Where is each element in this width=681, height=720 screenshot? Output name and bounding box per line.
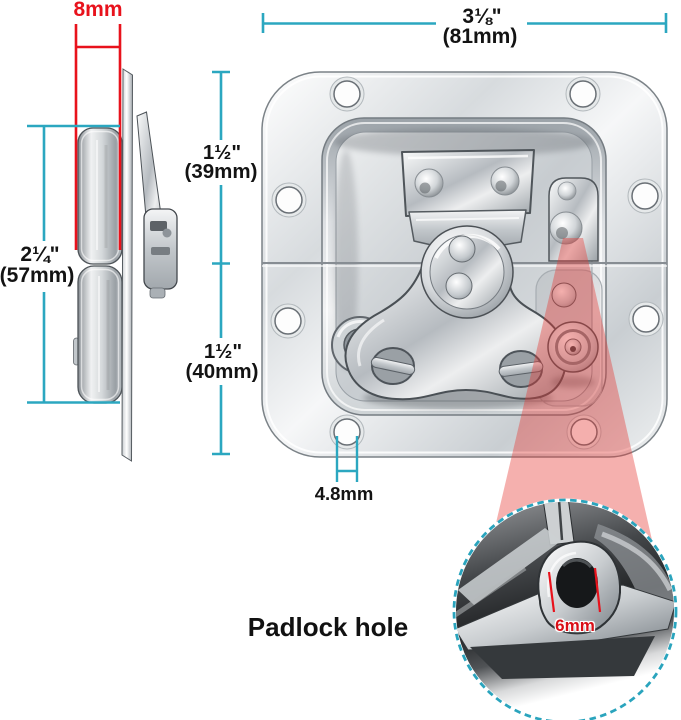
inset-dashed-border — [452, 498, 678, 720]
disc-knob-lower — [445, 272, 473, 300]
hole-diameter-dimension-line — [547, 567, 602, 613]
latch-front-view — [261, 71, 668, 458]
mounting-holes — [270, 76, 664, 450]
padlock-loop-hole — [556, 558, 598, 608]
padlock-hole-inset — [452, 498, 678, 720]
width-dimension-metric: (81mm) — [442, 25, 518, 48]
width-dimension-inches: 3⅛" — [462, 5, 502, 28]
depth-dimension-label: 8mm — [73, 0, 123, 21]
latch-side-view — [73, 68, 178, 462]
side-cup-upper — [77, 127, 123, 265]
upper-height-inches: 1½" — [202, 141, 242, 164]
padlock-post — [547, 282, 599, 388]
mounting-hole — [329, 76, 365, 112]
mounting-hole — [329, 414, 365, 450]
lower-height-metric: (40mm) — [185, 360, 259, 383]
strike-bracket — [548, 177, 599, 262]
inset-macro-photo — [456, 502, 674, 720]
mounting-hole — [271, 182, 307, 218]
screw-slot-left — [370, 356, 416, 376]
mounting-hole — [565, 76, 601, 112]
magnifier-beam — [492, 238, 652, 540]
total-height-dimension-line — [27, 124, 120, 404]
upper-height-metric: (39mm) — [184, 160, 258, 183]
mounting-hole — [628, 301, 664, 337]
lower-height-dimension-line — [212, 264, 230, 456]
mount-hole-diameter-label: 4.8mm — [314, 483, 374, 504]
side-mounting-flange — [121, 68, 134, 462]
center-disc — [420, 225, 514, 319]
post-ball — [551, 282, 577, 308]
mounting-hole — [627, 178, 663, 214]
mounting-hole — [270, 303, 306, 339]
padlock-hole-diameter-label: 6mm — [555, 616, 595, 635]
depth-dimension-line — [74, 24, 122, 250]
mounting-hole — [566, 414, 602, 450]
disc-knob-upper — [448, 235, 476, 263]
lower-height-inches: 1½" — [203, 340, 243, 363]
padlock-hole-caption: Padlock hole — [247, 612, 409, 642]
total-height-metric: (57mm) — [0, 264, 75, 287]
mount-hole-dimension-line — [335, 436, 359, 482]
butterfly-wing — [344, 261, 567, 401]
total-height-inches: 2¼" — [20, 243, 60, 266]
upper-height-dimension-line — [212, 70, 230, 265]
screw-slot-right — [498, 361, 544, 377]
width-dimension-line — [261, 13, 668, 33]
top-bracket — [401, 149, 535, 217]
